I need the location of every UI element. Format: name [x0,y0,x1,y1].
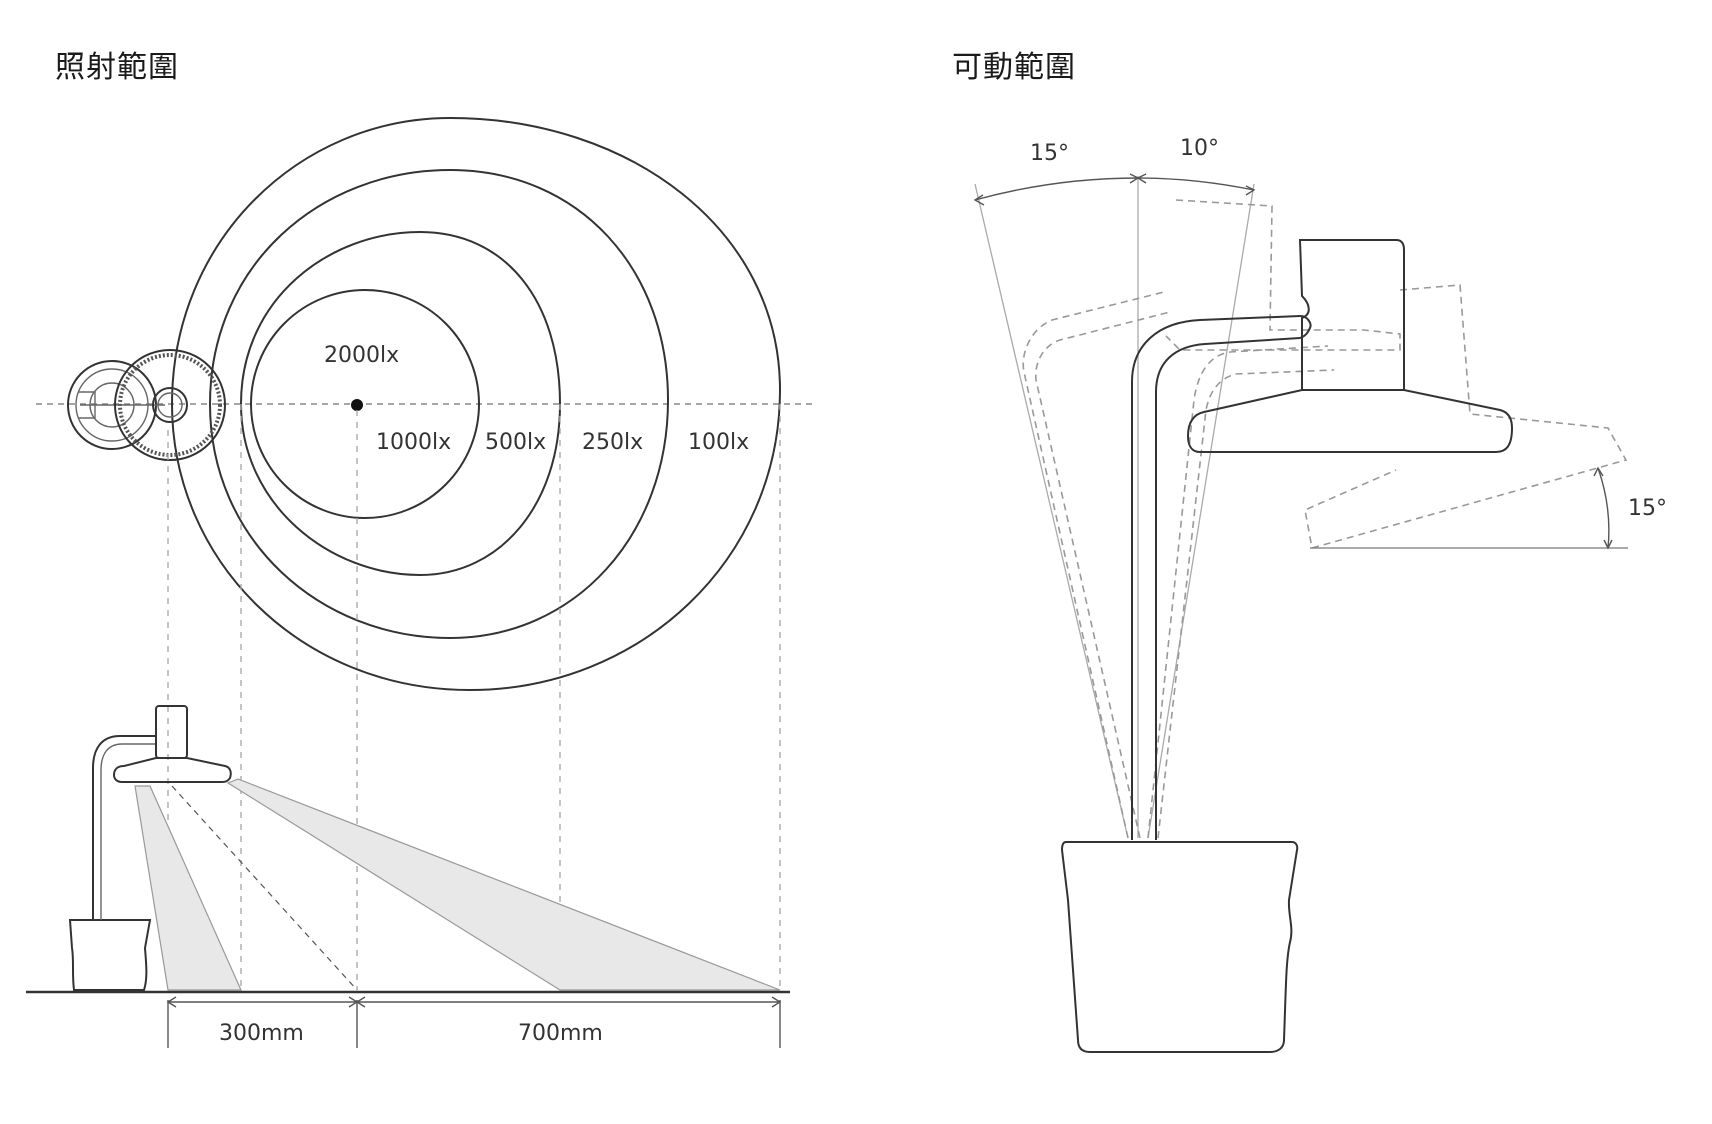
angle-ray-right [1147,183,1255,839]
head-tilt-arc [1597,467,1610,549]
center-point [351,399,363,411]
beam-center-ray [171,785,358,991]
dimension-far: 700mm [518,1021,603,1046]
label-100lx: 100lx [688,430,749,455]
angle-arc-left [974,177,1139,201]
label-1000lx: 1000lx [376,430,451,455]
dimension-lines [166,996,782,1048]
lamp-pot [1060,841,1299,1053]
ghost-arm-right [1147,345,1329,839]
movement-range-title: 可動範圍 [952,50,1076,85]
light-beam-far [226,778,781,991]
movement-diagram: 15° 10° 15° [973,136,1667,1053]
ghost-arm-left [1022,291,1165,839]
ghost-arm-left-inner [1035,311,1171,839]
dimension-near: 300mm [219,1021,304,1046]
lamp-top-view [67,349,226,461]
label-head-tilt: 15° [1628,496,1667,521]
angle-ray-left [974,183,1129,839]
lamp-side-view [68,705,232,991]
lamp-head-column [1298,239,1405,391]
label-tilt-left: 15° [1030,141,1069,166]
illumination-diagram: 2000lx 1000lx 500lx 250lx 100lx [26,116,815,1048]
arm-joint [1299,315,1312,339]
label-2000lx: 2000lx [324,343,399,368]
label-500lx: 500lx [485,430,546,455]
ring-250lx [208,168,670,640]
label-tilt-right: 10° [1180,136,1219,161]
lamp-arm-inner [1155,337,1301,840]
ring-1000lx [250,289,480,519]
ring-100lx [170,116,782,692]
angle-arc-right [1137,177,1255,191]
illumination-range-title: 照射範圍 [55,50,179,85]
ghost-arm-right-inner [1157,369,1335,839]
ghost-head-upper [1165,199,1401,351]
lamp-arm [1131,315,1301,840]
light-beam-near [134,785,242,991]
ghost-head-lower [1304,284,1628,550]
lamp-head-shade [1186,389,1514,453]
label-250lx: 250lx [582,430,643,455]
